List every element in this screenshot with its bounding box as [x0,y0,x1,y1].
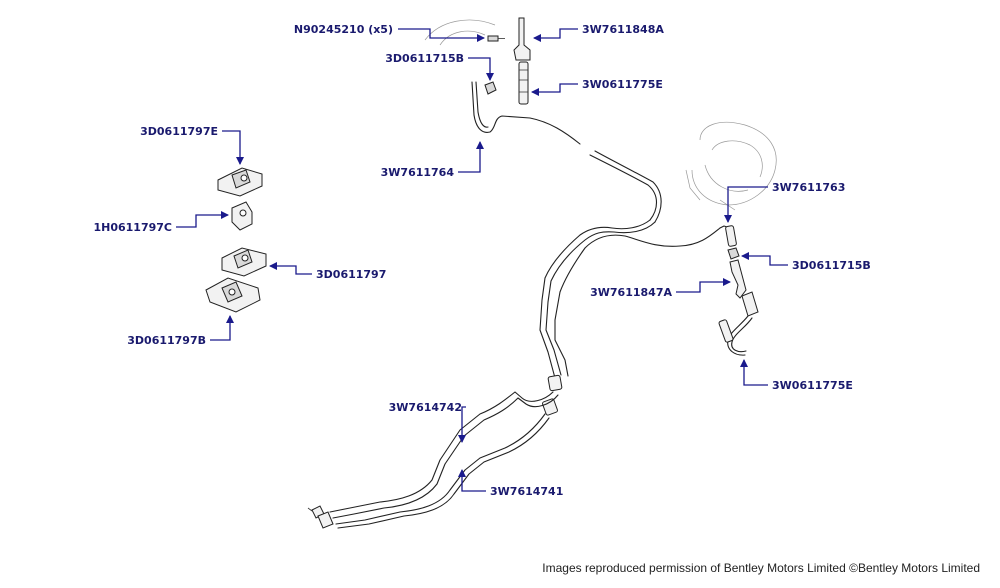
label-3w0611775e-right: 3W0611775E [772,379,853,392]
label-n90245210: N90245210 (x5) [294,23,393,36]
copyright-credit: Images reproduced permission of Bentley … [542,561,980,575]
label-3w7611763: 3W7611763 [772,181,845,194]
label-3w7611847a: 3W7611847A [590,286,672,299]
label-3d0611715b-right: 3D0611715B [792,259,871,272]
clip-3d0611797b [205,277,261,313]
clip-3d0611797 [221,247,267,277]
part-labels: N90245210 (x5) 3W7611848A 3D0611715B 3W0… [93,23,870,498]
background-ghost-outlines [424,19,777,211]
label-3d0611715b-top: 3D0611715B [385,52,464,65]
label-3w7611764: 3W7611764 [381,166,455,179]
top-hose-assembly [484,17,531,105]
label-1h0611797c: 1H0611797C [93,221,172,234]
label-3w7614741: 3W7614741 [490,485,563,498]
label-3d0611797e: 3D0611797E [140,125,218,138]
pipe-3w7611764 [471,81,662,223]
leader-lines [176,28,788,492]
label-3w7611848a: 3W7611848A [582,23,664,36]
label-3d0611797: 3D0611797 [316,268,386,281]
label-3w7614742: 3W7614742 [389,401,462,414]
main-brake-pipes [307,219,721,529]
clip-1h0611797c [231,201,253,231]
right-hose-assembly [718,225,759,356]
label-3d0611797b: 3D0611797B [127,334,206,347]
clip-3d0611797e [217,167,263,197]
label-3w0611775e-top: 3W0611775E [582,78,663,91]
